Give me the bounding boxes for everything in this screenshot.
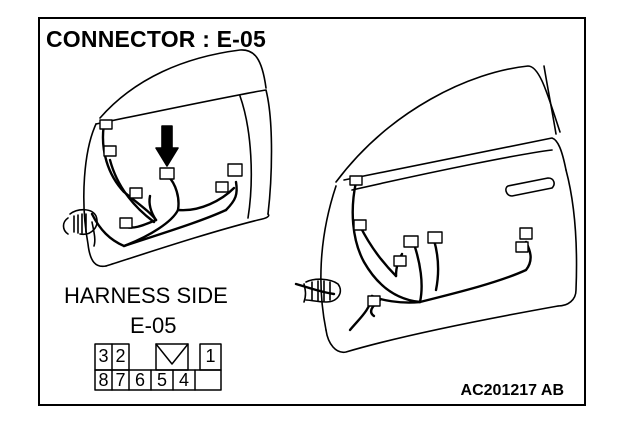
pin-label-5: 5 xyxy=(156,370,167,390)
pin-label-8: 8 xyxy=(98,370,109,390)
left-door-connectors xyxy=(99,119,243,229)
door-handle xyxy=(505,177,555,197)
left-door-grommet xyxy=(62,208,98,247)
diagram-title: CONNECTOR : E-05 xyxy=(46,26,267,52)
reference-code: AC201217 AB xyxy=(460,382,564,399)
pin-label-3: 3 xyxy=(98,346,109,366)
connector-id-label: E-05 xyxy=(130,313,177,338)
right-door-outline xyxy=(320,65,578,354)
connector-pointer-arrow xyxy=(155,125,179,167)
connector-face-outline xyxy=(94,343,222,391)
pin-label-6: 6 xyxy=(134,370,145,390)
pin-label-1: 1 xyxy=(205,346,216,366)
pin-label-4: 4 xyxy=(178,370,189,390)
right-door-connectors xyxy=(349,175,533,307)
pin-label-7: 7 xyxy=(115,370,126,390)
left-door-outline xyxy=(83,49,273,268)
left-door-harness xyxy=(90,122,238,248)
diagram-frame: CONNECTOR : E-05 HARNESS SIDE E-05 AC201… xyxy=(38,17,586,406)
pin-label-2: 2 xyxy=(115,346,126,366)
right-door-grommet xyxy=(303,278,342,303)
harness-side-label: HARNESS SIDE xyxy=(64,283,228,308)
